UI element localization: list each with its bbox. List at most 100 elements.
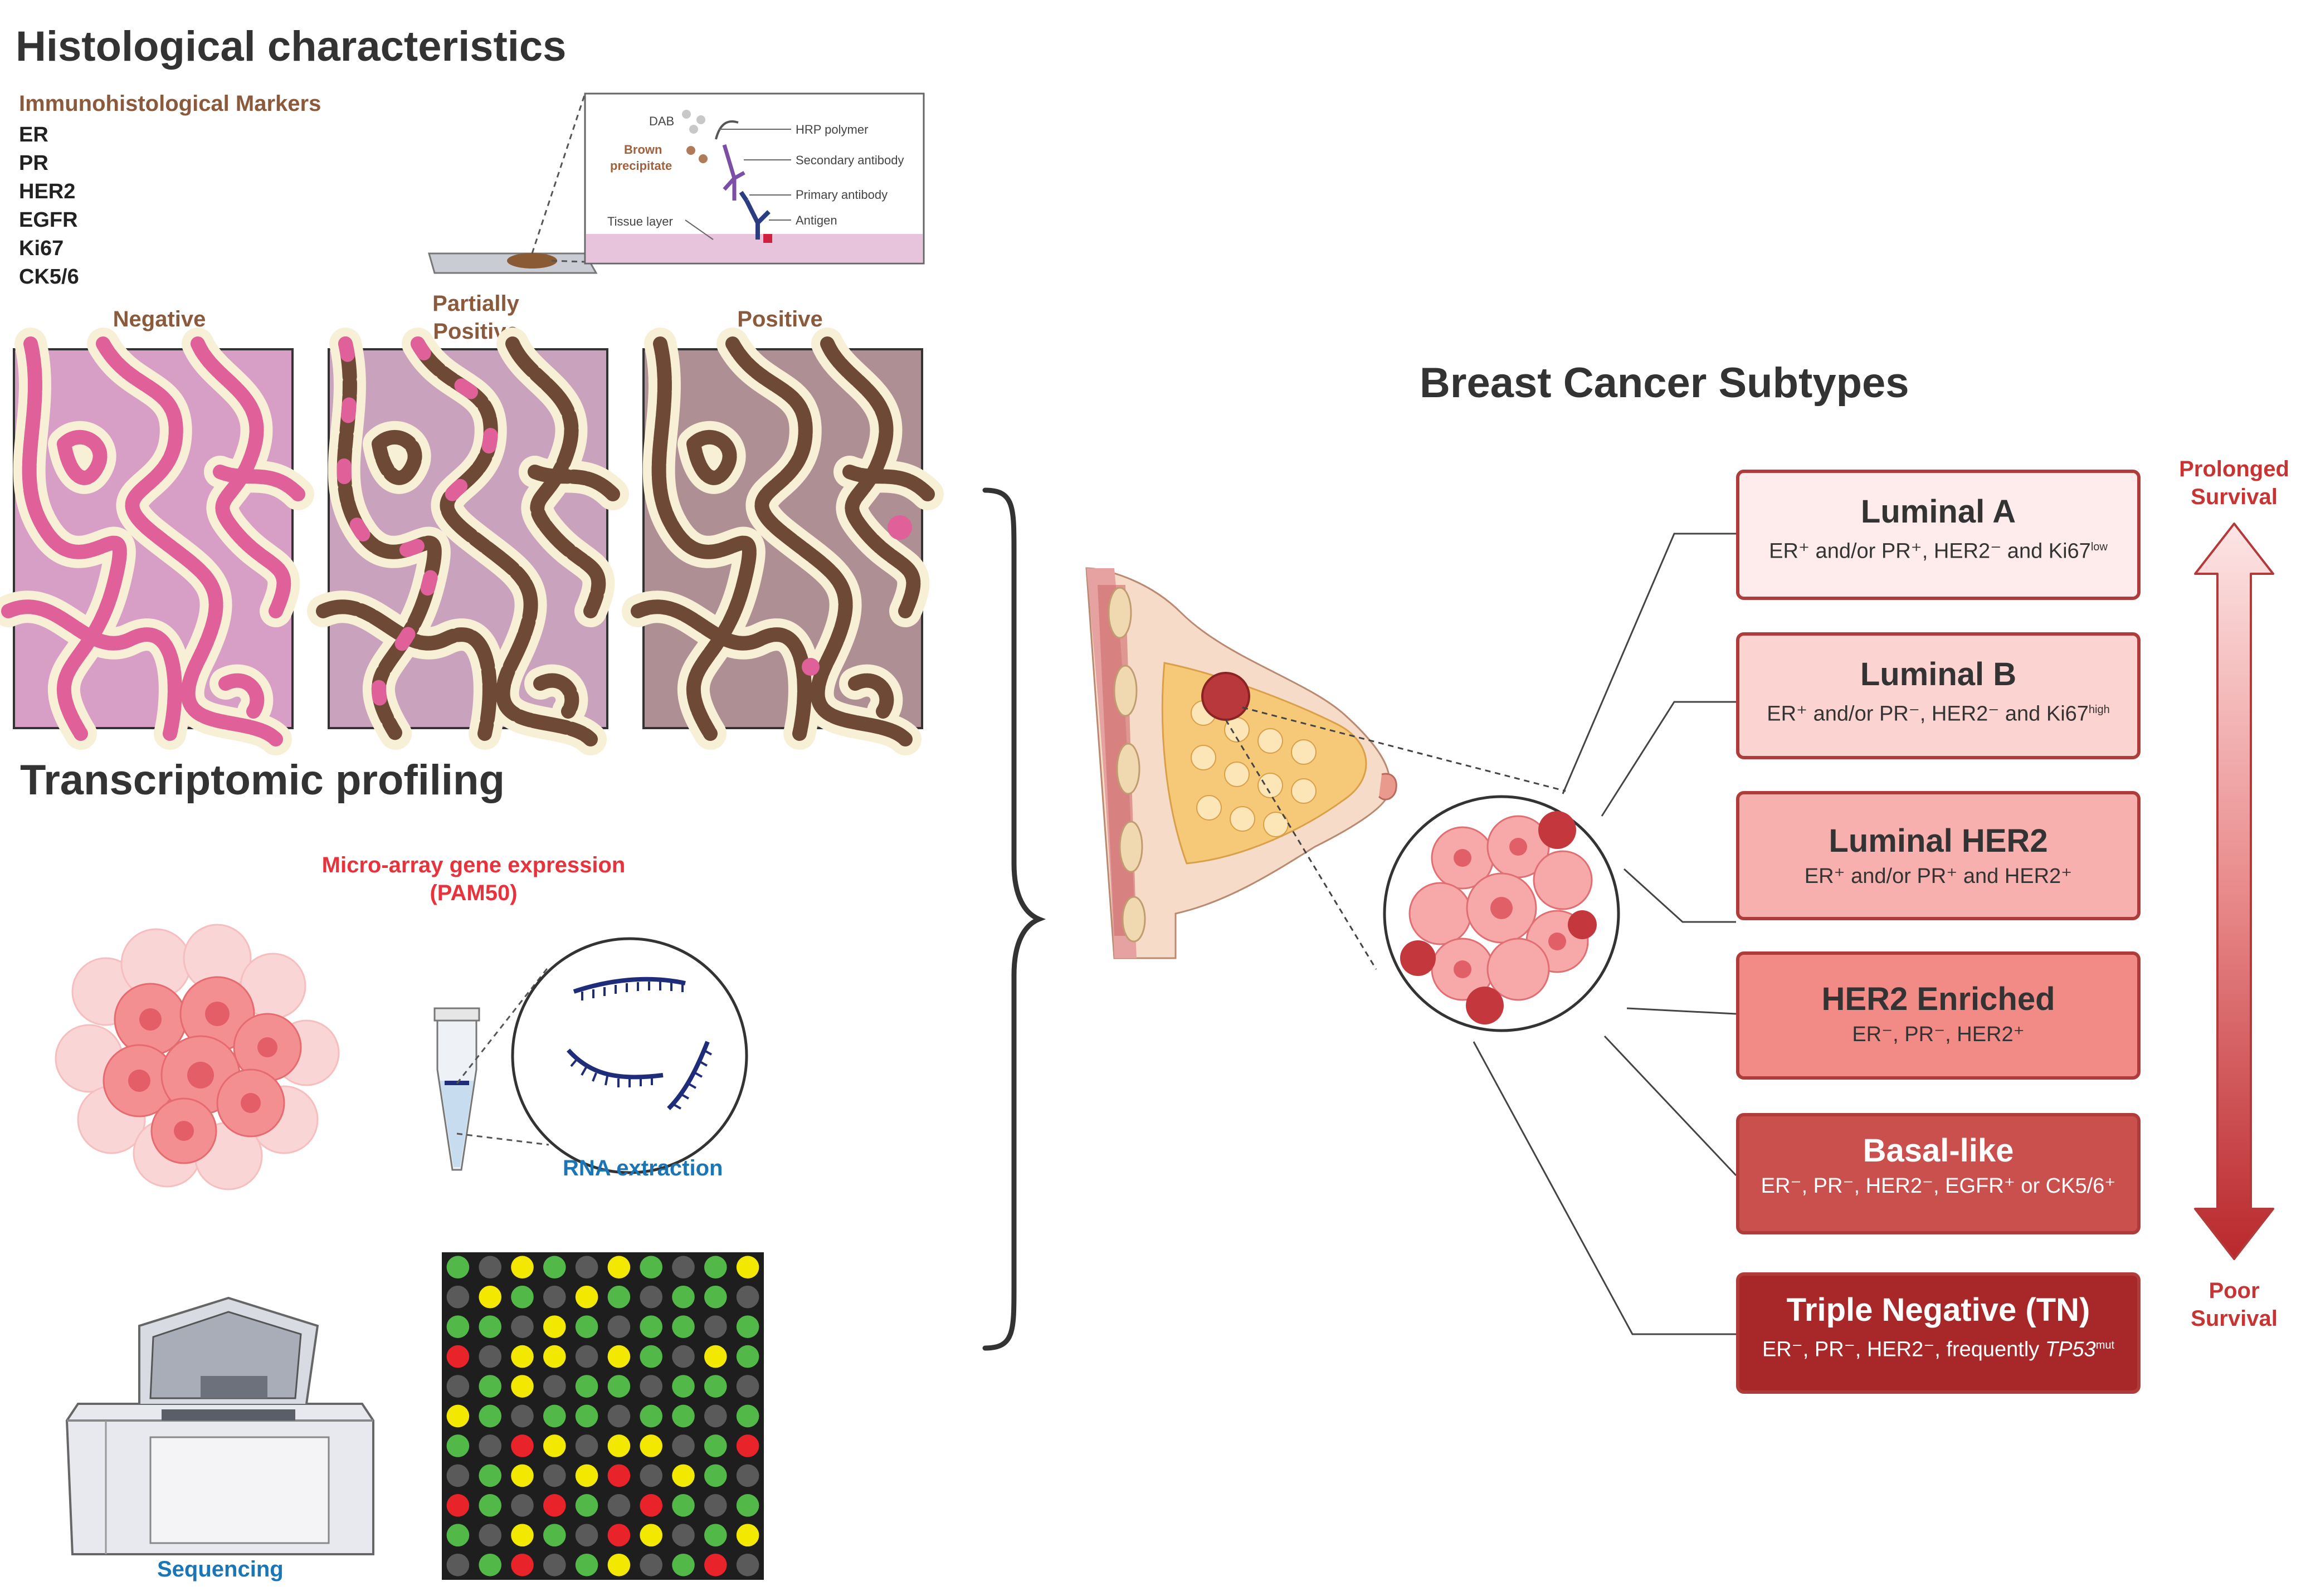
marker-pr: PR [19,152,48,175]
microarray-spot [543,1494,566,1517]
microarray-spot [575,1524,598,1547]
microarray-spot [511,1345,534,1368]
ihc-brown-label-1: Brown [624,143,662,157]
microarray-spot [446,1494,470,1517]
microarray-spot [511,1375,534,1398]
microarray-spot [640,1375,663,1398]
microarray-spot [446,1345,470,1368]
microarray-spot [479,1256,502,1279]
tumor-magnified-icon [1383,795,1620,1032]
sequencer-icon [65,1296,374,1555]
ihc-antigen-label: Antigen [796,213,837,227]
microarray-spot [446,1404,470,1428]
survival-top-1: Prolonged [2179,457,2289,481]
microarray-spot [575,1315,598,1338]
subtype-name: Luminal B [1860,656,2017,692]
microarray-spot [575,1256,598,1279]
subtype-desc: ER⁻, PR⁻, HER2⁻, frequently TP53mut [1762,1338,2115,1361]
subtypes-title: Breast Cancer Subtypes [1420,359,1909,407]
microarray-spot [446,1524,470,1547]
microarray-spot [704,1434,727,1457]
sequencing-label: Sequencing [157,1557,284,1582]
microarray-spot [640,1285,663,1309]
microarray-spot [736,1345,759,1368]
subtype-desc: ER⁺ and/or PR⁺ and HER2⁺ [1804,865,2073,888]
panel-label-positive: Positive [737,307,823,331]
microarray-spot [607,1553,631,1577]
microarray-spot [543,1553,566,1577]
microarray-spot [543,1256,566,1279]
microarray-grid [442,1252,764,1580]
microarray-spot [446,1256,470,1279]
microarray-spot [640,1464,663,1487]
microarray-spot [543,1285,566,1309]
marker-list: ER PR HER2 EGFR Ki67 CK5/6 [19,121,79,291]
tissue-panel-partial [307,328,629,755]
microarray-spot [607,1494,631,1517]
microarray-spot [543,1315,566,1338]
microarray-spot [511,1434,534,1457]
microarray-spot [479,1553,502,1577]
microarray-spot [736,1434,759,1457]
microarray-spot [575,1375,598,1398]
microarray-spot [543,1524,566,1547]
microarray-spot [607,1404,631,1428]
microarray-spot [672,1524,695,1547]
microarray-label-2: (PAM50) [430,881,518,905]
panel-label-negative: Negative [113,307,206,331]
microarray-spot [511,1524,534,1547]
subtype-name: Luminal A [1860,494,2016,530]
ihc-brown-label-2: precipitate [610,159,672,173]
microarray-spot [511,1494,534,1517]
ihc-secondary-label: Secondary antibody [796,153,904,167]
subtype-desc: ER⁺ and/or PR⁻, HER2⁻ and Ki67high [1767,702,2110,726]
microarray-spot [607,1375,631,1398]
microarray-spot [704,1375,727,1398]
microarray-spot [479,1434,502,1457]
tissue-panel-negative [0,328,314,755]
microarray-spot [479,1285,502,1309]
tissue-panel-positive [622,328,944,755]
microarray-spot [736,1256,759,1279]
microarray-spot [575,1464,598,1487]
tumor-icon [1201,672,1250,721]
microarray-spot [640,1434,663,1457]
microarray-spot [704,1315,727,1338]
cell-cluster-icon [55,924,340,1190]
microarray-spot [704,1524,727,1547]
microarray-spot [672,1256,695,1279]
microarray-spot [607,1345,631,1368]
subtype-basal-like: Basal-like ER⁻, PR⁻, HER2⁻, EGFR⁺ or CK5… [1736,1113,2141,1234]
microarray-spot [446,1285,470,1309]
microarray-spot [640,1404,663,1428]
subtype-luminal-b: Luminal B ER⁺ and/or PR⁻, HER2⁻ and Ki67… [1736,632,2141,759]
microarray-spot [446,1375,470,1398]
microarray-spot [511,1285,534,1309]
microarray-spot [479,1494,502,1517]
subtype-desc: ER⁻, PR⁻, HER2⁺ [1852,1023,2025,1046]
microarray-spot [575,1434,598,1457]
subtype-luminal-a: Luminal A ER⁺ and/or PR⁺, HER2⁻ and Ki67… [1736,470,2141,600]
subtype-name: Triple Negative (TN) [1786,1292,2090,1328]
microarray-spot [446,1464,470,1487]
panel-label-partial-2: Positive [433,319,519,344]
microarray-spot [607,1464,631,1487]
microarray-spot [736,1464,759,1487]
microarray-spot [575,1345,598,1368]
microarray-spot [479,1464,502,1487]
microarray-spot [607,1256,631,1279]
microarray-spot [672,1285,695,1309]
markers-title: Immunohistological Markers [19,91,321,116]
microarray-spot [543,1375,566,1398]
microarray-spot [672,1434,695,1457]
microarray-spot [672,1375,695,1398]
breast-anatomy-icon [1085,567,1566,970]
microarray-spot [736,1285,759,1309]
microarray-spot [736,1494,759,1517]
microarray-spot [640,1553,663,1577]
microarray-spot [640,1345,663,1368]
microarray-spot [575,1285,598,1309]
microarray-spot [672,1553,695,1577]
microarray-spot [543,1464,566,1487]
subtype-desc: ER⁻, PR⁻, HER2⁻, EGFR⁺ or CK5/6⁺ [1761,1174,2116,1198]
